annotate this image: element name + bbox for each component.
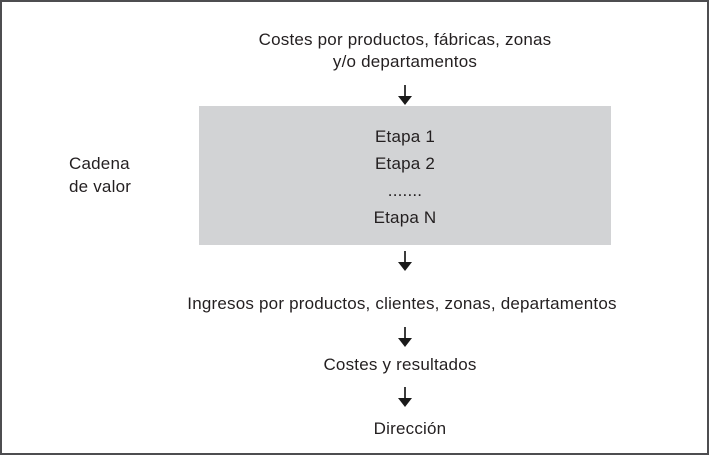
down-arrow-icon bbox=[398, 327, 412, 347]
value-chain-ellipsis: ....... bbox=[387, 181, 423, 200]
value-chain-stage: Etapa 2 bbox=[374, 154, 435, 173]
value-chain-side-label: Cadena de valor bbox=[69, 152, 131, 198]
costes-resultados-label: Costes y resultados bbox=[323, 355, 477, 374]
costs-input-label: Costes por productos, fábricas, zonas y/… bbox=[259, 29, 552, 73]
ingresos-label: Ingresos por productos, clientes, zonas,… bbox=[187, 294, 617, 313]
direccion-label: Dirección bbox=[373, 419, 447, 438]
value-chain-box: Etapa 1 Etapa 2 ....... Etapa N bbox=[199, 106, 611, 245]
down-arrow-icon bbox=[398, 251, 412, 271]
down-arrow-icon bbox=[398, 387, 412, 407]
value-chain-side-label-line1: Cadena bbox=[69, 154, 130, 173]
value-chain-side-label-line2: de valor bbox=[69, 177, 132, 196]
down-arrow-icon bbox=[398, 85, 412, 105]
value-chain-stage: Etapa 1 bbox=[374, 127, 435, 146]
costs-input-label-line2: y/o departamentos bbox=[332, 52, 478, 71]
value-chain-stage: Etapa N bbox=[373, 208, 437, 227]
costs-input-label-line1: Costes por productos, fábricas, zonas bbox=[258, 30, 552, 49]
